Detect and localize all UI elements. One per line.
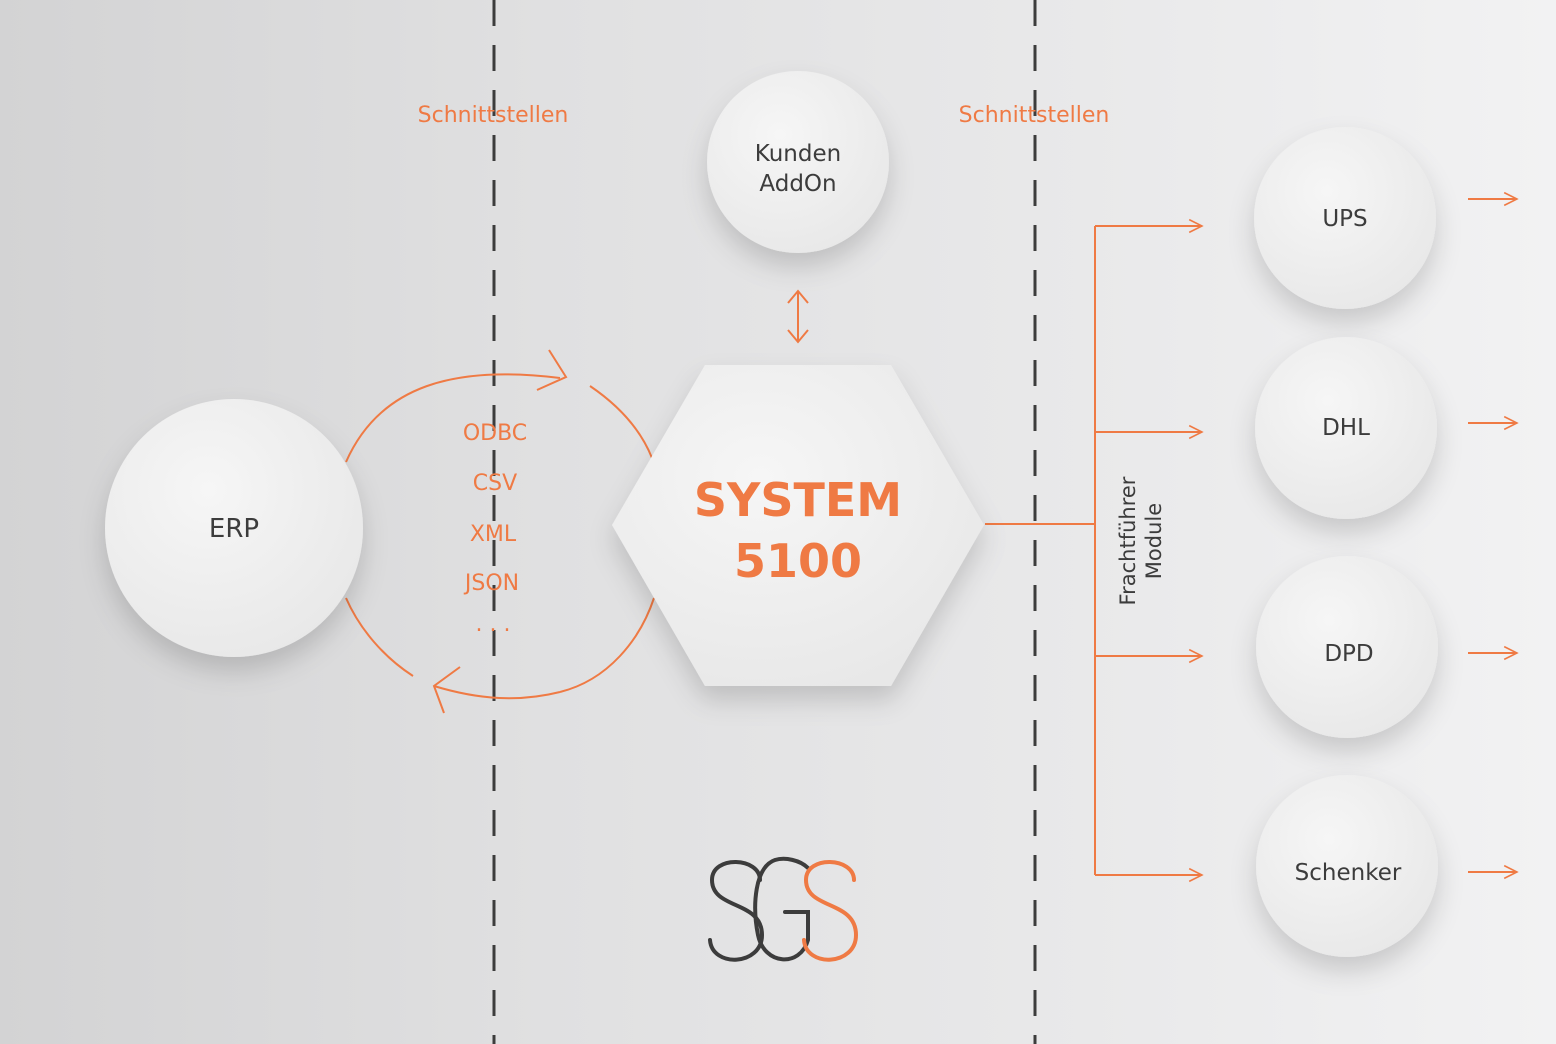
exchange-arc-left: [345, 597, 414, 677]
format-more: . . .: [475, 612, 511, 637]
system-title-line1: SYSTEM: [693, 473, 903, 527]
sgs-logo: [708, 856, 859, 962]
interface-label-right: Schnittstellen: [958, 103, 1110, 128]
carrier-modules-line1: Frachtführer: [1116, 476, 1140, 606]
carrier-label-schenker: Schenker: [1294, 860, 1402, 886]
exchange-arc-right-lower: [559, 597, 655, 693]
addon-arrowhead-down: [787, 329, 809, 344]
addon-arrowhead-up: [787, 289, 809, 304]
addon-node: [707, 71, 889, 253]
carrier-modules-line2: Module: [1142, 502, 1166, 580]
exchange-arc-top: [345, 373, 561, 463]
format-csv: CSV: [472, 471, 518, 496]
carrier-label-dhl: DHL: [1322, 415, 1370, 441]
carrier-label-ups: UPS: [1322, 206, 1368, 232]
carrier-node-dhl: [1255, 337, 1437, 519]
format-xml: XML: [469, 522, 517, 547]
exchange-arrowhead-top: [536, 349, 568, 391]
logo-letter-s1: [708, 860, 765, 962]
carrier-node-schenker: [1256, 775, 1438, 957]
addon-label-line1: Kunden: [754, 141, 842, 167]
format-json: JSON: [464, 571, 520, 596]
system-title-line2: 5100: [733, 534, 863, 588]
logo-letter-g: [753, 856, 810, 962]
system-hexagon: [612, 365, 984, 686]
carrier-modules-label: Frachtführer Module: [1115, 477, 1167, 606]
addon-label-line2: AddOn: [759, 171, 837, 197]
exchange-arrowhead-bottom: [432, 666, 461, 714]
interface-label-left: Schnittstellen: [417, 103, 569, 128]
carrier-node-dpd: [1256, 556, 1438, 738]
erp-label: ERP: [208, 514, 260, 544]
format-odbc: ODBC: [462, 421, 528, 446]
exchange-arc-right: [589, 385, 653, 459]
erp-node: [105, 399, 363, 657]
exchange-arc-bottom: [433, 685, 561, 700]
carrier-label-dpd: DPD: [1324, 641, 1374, 667]
carrier-node-ups: [1254, 127, 1436, 309]
logo-letter-s2: [802, 860, 859, 962]
